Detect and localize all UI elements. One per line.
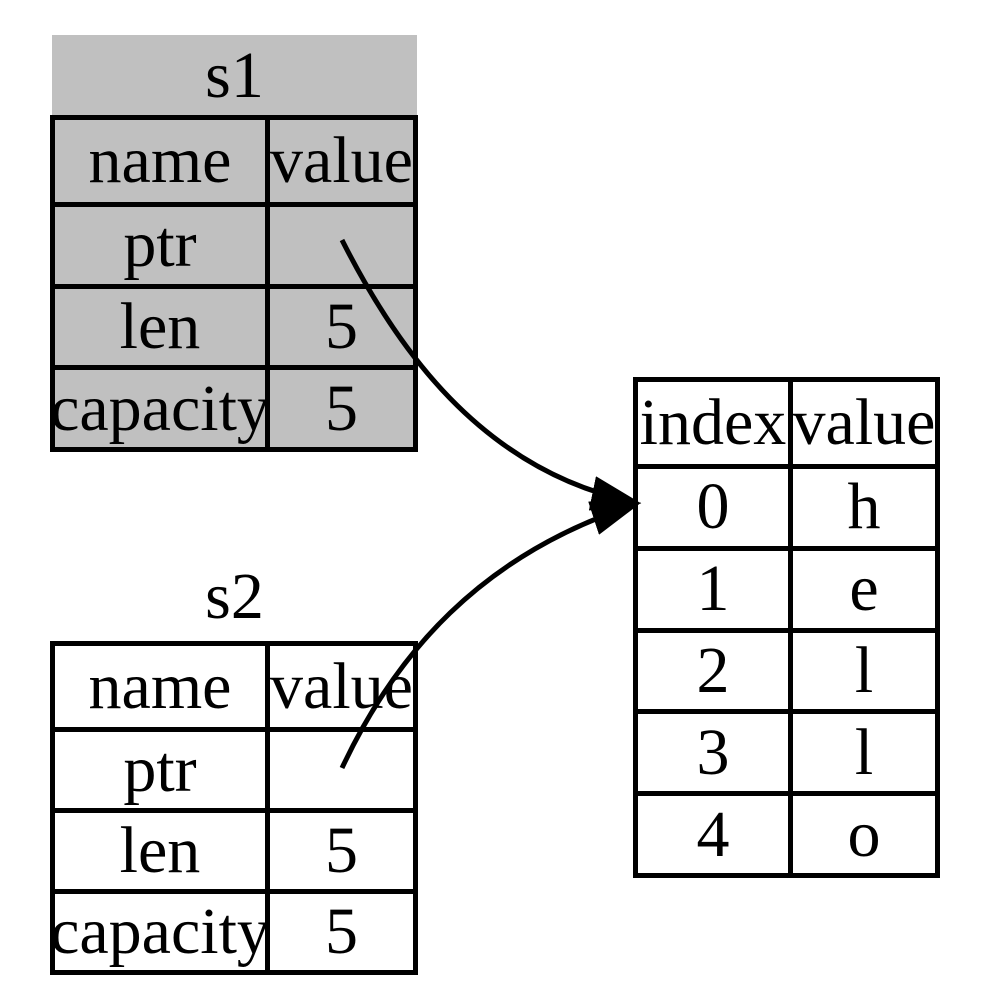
s2-header-value-cell: value: [265, 646, 413, 727]
heap-row3-value-cell: l: [788, 709, 935, 792]
s1-header-value-cell: value: [265, 120, 413, 202]
heap-row2-value-cell: l: [788, 627, 935, 710]
s2-header-name-cell: name: [88, 649, 232, 723]
s2-table: name value ptr len 5 capacity 5: [50, 641, 418, 975]
s2-capacity-value-cell: 5: [265, 889, 413, 970]
s2-capacity-label-cell: capacity: [50, 889, 270, 970]
s1-title-band: s1: [52, 35, 417, 117]
s1-table: name value ptr len 5 capacity 5: [50, 115, 418, 452]
s1-capacity-label-cell: capacity: [50, 365, 270, 447]
heap-header-index-cell: index: [639, 385, 787, 459]
heap-row2-index-cell: 2: [638, 627, 788, 710]
s1-ptr-value-cell: [265, 201, 413, 284]
heap-row0-value-cell: h: [788, 463, 935, 546]
s2-len-label-cell: len: [55, 808, 265, 889]
heap-row0-index-cell: 0: [638, 463, 788, 546]
s2-len-value-cell: 5: [265, 808, 413, 889]
heap-row4-index-cell: 4: [638, 791, 788, 873]
heap-row1-index-cell: 1: [638, 545, 788, 628]
s1-ptr-label-cell: ptr: [55, 201, 265, 284]
heap-row4-value-cell: o: [788, 791, 935, 873]
heap-row3-index-cell: 3: [638, 709, 788, 791]
s1-capacity-value-cell: 5: [265, 365, 413, 447]
s2-title-band: s2: [52, 557, 417, 637]
heap-row1-value-cell: e: [788, 545, 935, 628]
heap-header-value-cell: value: [788, 382, 935, 464]
s2-ptr-label-cell: ptr: [55, 727, 265, 808]
s1-title: s1: [205, 39, 264, 112]
s2-title: s2: [205, 560, 264, 633]
s1-len-value-cell: 5: [265, 283, 413, 366]
s1-len-label-cell: len: [55, 283, 265, 366]
s1-header-name-cell: name: [88, 123, 232, 197]
heap-table: index value 0 h 1 e 2 l 3 l 4 o: [633, 377, 940, 878]
s2-ptr-value-cell: [265, 727, 413, 808]
